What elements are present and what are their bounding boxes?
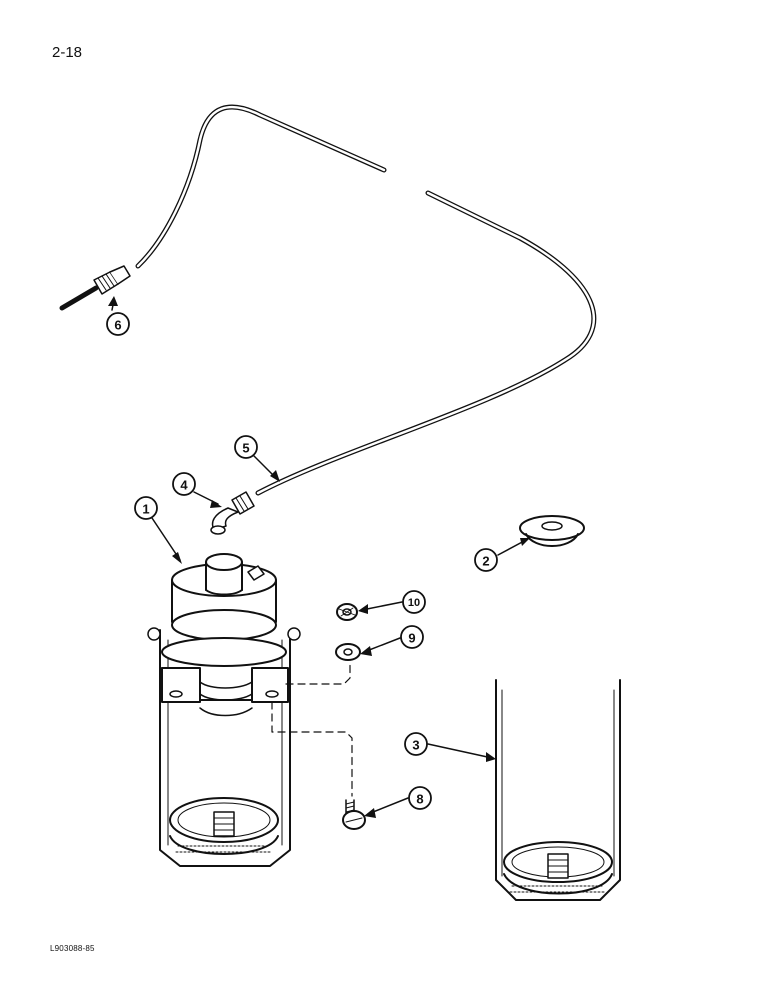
tube-upper-left xyxy=(135,104,387,269)
part-3-bowl-guard xyxy=(495,679,621,901)
part-10-lock-nut xyxy=(336,603,358,621)
part-4-elbow-fitting xyxy=(210,491,255,535)
callout-3-label: 3 xyxy=(412,738,419,753)
part-5-tube xyxy=(255,190,597,496)
callout-circles xyxy=(106,312,498,810)
assembly-dashed-lines xyxy=(271,663,353,797)
callout-2-label: 2 xyxy=(482,554,489,569)
callout-4-label: 4 xyxy=(180,478,188,493)
callout-8-label: 8 xyxy=(416,792,423,807)
part-8-screw xyxy=(342,799,366,830)
callout-10-circle xyxy=(402,590,426,614)
callout-2-circle xyxy=(474,548,498,572)
callout-4-circle xyxy=(172,472,196,496)
callout-5-label: 5 xyxy=(242,441,249,456)
callout-1-label: 1 xyxy=(142,502,149,517)
part-2-grommet xyxy=(519,515,585,547)
callout-10-label: 10 xyxy=(408,597,420,609)
part-9-washer xyxy=(335,643,361,661)
callout-9-label: 9 xyxy=(408,631,415,646)
callout-8-circle xyxy=(408,786,432,810)
callout-6-circle xyxy=(106,312,130,336)
callout-6-label: 6 xyxy=(114,318,121,333)
leader-arrowheads xyxy=(108,296,530,818)
callout-5-circle xyxy=(234,435,258,459)
callout-9-circle xyxy=(400,625,424,649)
page-number: 2-18 xyxy=(52,44,83,61)
callout-1-circle xyxy=(134,496,158,520)
callout-3-circle xyxy=(404,732,428,756)
part-1-filter-assembly xyxy=(147,553,301,867)
drawing-id: L903088-85 xyxy=(50,944,95,953)
part-6-sensor-fitting xyxy=(59,265,131,312)
